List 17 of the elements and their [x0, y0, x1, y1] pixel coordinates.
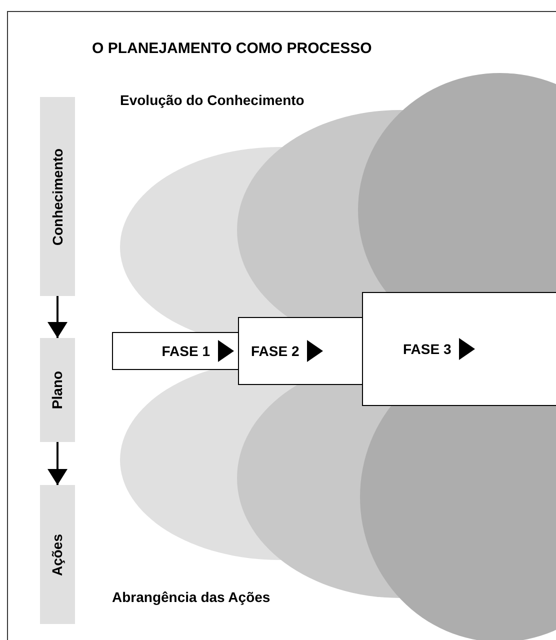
- stage-bar: [40, 485, 75, 624]
- phase-box: [238, 317, 363, 385]
- stage-bar: [40, 97, 75, 296]
- phase-box: [112, 332, 239, 370]
- phase-label: FASE 1: [162, 343, 210, 359]
- stage-bar: [40, 338, 75, 442]
- down-arrow: [48, 296, 68, 338]
- axis-label: Abrangência das Ações: [112, 589, 270, 605]
- down-arrow: [48, 442, 68, 485]
- stage-label: Conhecimento: [50, 148, 66, 246]
- diagram-title: O PLANEJAMENTO COMO PROCESSO: [92, 40, 372, 57]
- stage-label: Plano: [50, 370, 66, 410]
- phase-label: FASE 2: [251, 343, 300, 359]
- axis-label: Evolução do Conhecimento: [120, 92, 304, 108]
- stage-label: Ações: [50, 533, 66, 576]
- phase-box: [362, 292, 556, 406]
- phase-label: FASE 3: [403, 341, 452, 357]
